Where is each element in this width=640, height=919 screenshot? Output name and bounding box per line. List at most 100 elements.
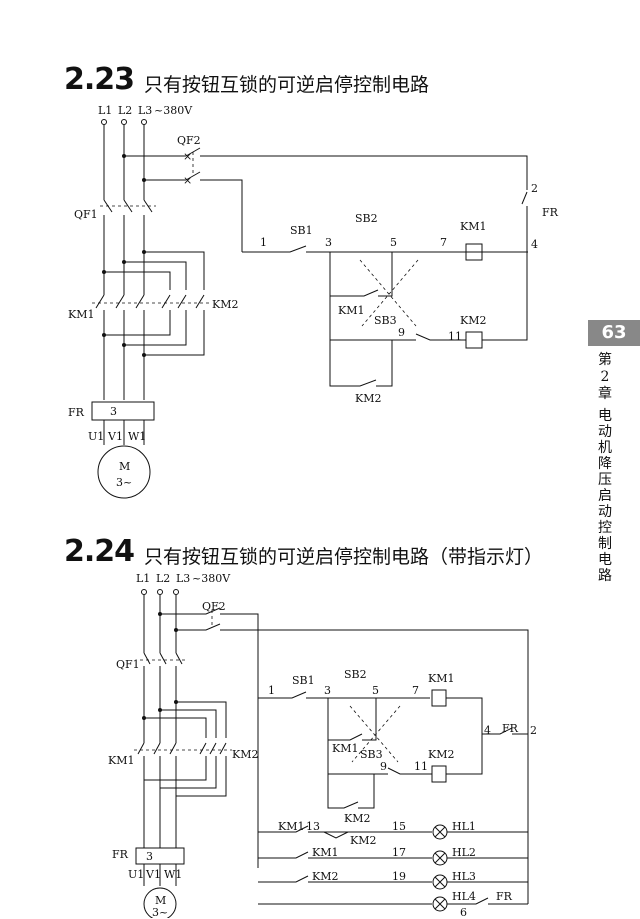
label2-fr-contact2: FR: [496, 890, 513, 903]
label-sb2: SB2: [355, 212, 378, 225]
fr-block-2: [135, 847, 185, 865]
label2-sb1: SB1: [292, 674, 315, 687]
label-node-5: 5: [390, 236, 397, 249]
label-supply: ~380V: [154, 104, 193, 117]
label-node-11: 11: [448, 330, 462, 343]
label2-l1: L1: [136, 572, 150, 585]
label-qf2: QF2: [177, 134, 201, 147]
label2-node-3: 3: [324, 684, 331, 697]
label-qf1: QF1: [74, 208, 98, 221]
label2-hl4: HL4: [452, 890, 476, 903]
chapter-word-1: 第: [598, 352, 612, 368]
label2-node-15: 15: [392, 820, 406, 833]
label-km2-main: KM2: [212, 298, 238, 311]
label2-hl1: HL1: [452, 820, 476, 833]
lamp-hl4: [432, 896, 448, 912]
label2-motor: M: [155, 894, 166, 907]
chapter-title: 电动机降压启动控制电路: [598, 408, 612, 584]
label2-sb3: SB3: [360, 748, 383, 761]
label2-node-13: 13: [306, 820, 320, 833]
label2-km1-main: KM1: [108, 754, 134, 767]
label-node-9: 9: [398, 326, 405, 339]
label2-sb2: SB2: [344, 668, 367, 681]
label2-node-1: 1: [268, 684, 275, 697]
label2-km1-aux: KM1: [332, 742, 358, 755]
label2-lamp-km1: KM1: [278, 820, 304, 833]
section-title-2-23: 只有按钮互锁的可逆启停控制电路: [144, 74, 430, 96]
fr-block: [91, 401, 155, 421]
coil-km1: [465, 243, 483, 261]
phase-terminals: [101, 119, 147, 125]
motor-symbol-2: [143, 887, 177, 918]
section-title-2-24: 只有按钮互锁的可逆启停控制电路（带指示灯）: [144, 546, 544, 568]
label-l3: L3: [138, 104, 152, 117]
lamp-hl3: [432, 874, 448, 890]
label2-fr-num: 3: [146, 850, 153, 863]
label2-node-5: 5: [372, 684, 379, 697]
label2-qf1: QF1: [116, 658, 140, 671]
label2-v1: V1: [145, 868, 161, 881]
label2-fr: FR: [112, 848, 129, 861]
label2-node-19: 19: [392, 870, 406, 883]
coil2-km2: [431, 765, 447, 783]
label-sb3: SB3: [374, 314, 397, 327]
section-number-2-23: 2.23: [64, 62, 135, 97]
label2-u1: U1: [128, 868, 144, 881]
label2-qf2: QF2: [202, 600, 226, 613]
coil2-km1: [431, 689, 447, 707]
label2-node-7: 7: [412, 684, 419, 697]
label2-lamp-km1b: KM1: [312, 846, 338, 859]
label-motor-sub: 3~: [116, 476, 132, 489]
circuit-diagram-2-24: L1 L2 L3 ~380V QF2 QF1 KM1 KM2 FR 3 U1 V…: [108, 572, 537, 918]
svg-text:×: ×: [183, 150, 192, 163]
circuit-diagram-2-23: L1 L2 L3 ~380V QF2 × × QF1 KM1 KM2 FR 3 U…: [68, 104, 559, 499]
label2-node-17: 17: [392, 846, 406, 859]
chapter-tab: 63 第 2 章: [588, 320, 640, 403]
chapter-word-3: 章: [598, 386, 612, 402]
label-node-7: 7: [440, 236, 447, 249]
label-fr-num: 3: [110, 405, 117, 418]
label-coil-km1: KM1: [460, 220, 486, 233]
lamp-hl2: [432, 850, 448, 866]
label-node-2: 2: [531, 182, 538, 195]
label2-coil-km2: KM2: [428, 748, 454, 761]
lamp-hl1: [432, 824, 448, 840]
coil-km2: [465, 331, 483, 349]
section-number-2-24: 2.24: [64, 534, 135, 569]
svg-text:×: ×: [183, 174, 192, 187]
chapter-label: 第 2 章: [590, 352, 620, 403]
label-node-3: 3: [325, 236, 332, 249]
label-fr-contact: FR: [542, 206, 559, 219]
label2-node-11: 11: [414, 760, 428, 773]
label-coil-km2: KM2: [460, 314, 486, 327]
label-v1: V1: [107, 430, 123, 443]
label-km1-aux: KM1: [338, 304, 364, 317]
label-node-4: 4: [531, 238, 538, 251]
label2-hl2: HL2: [452, 846, 476, 859]
label-w1: W1: [128, 430, 146, 443]
motor-symbol: [97, 445, 151, 499]
label2-node-4: 4: [484, 724, 491, 737]
label-l2: L2: [118, 104, 132, 117]
page-number: 63: [588, 320, 640, 346]
label-u1: U1: [88, 430, 104, 443]
label-l1: L1: [98, 104, 112, 117]
label2-lamp-km2a: KM2: [350, 834, 376, 847]
label-km2-aux: KM2: [355, 392, 381, 405]
label2-l2: L2: [156, 572, 170, 585]
label2-motor-sub: 3~: [152, 906, 168, 918]
label2-km2-aux: KM2: [344, 812, 370, 825]
label-motor: M: [119, 460, 130, 473]
label2-node-6: 6: [460, 906, 467, 918]
label2-node-2: 2: [530, 724, 537, 737]
label2-hl3: HL3: [452, 870, 476, 883]
label-sb1: SB1: [290, 224, 313, 237]
label2-supply: ~380V: [192, 572, 231, 585]
label2-lamp-km2b: KM2: [312, 870, 338, 883]
label-node-1: 1: [260, 236, 267, 249]
label2-w1: W1: [164, 868, 182, 881]
label2-coil-km1: KM1: [428, 672, 454, 685]
label2-km2-main: KM2: [232, 748, 258, 761]
chapter-word-2: 2: [600, 369, 610, 385]
label-km1-main: KM1: [68, 308, 94, 321]
